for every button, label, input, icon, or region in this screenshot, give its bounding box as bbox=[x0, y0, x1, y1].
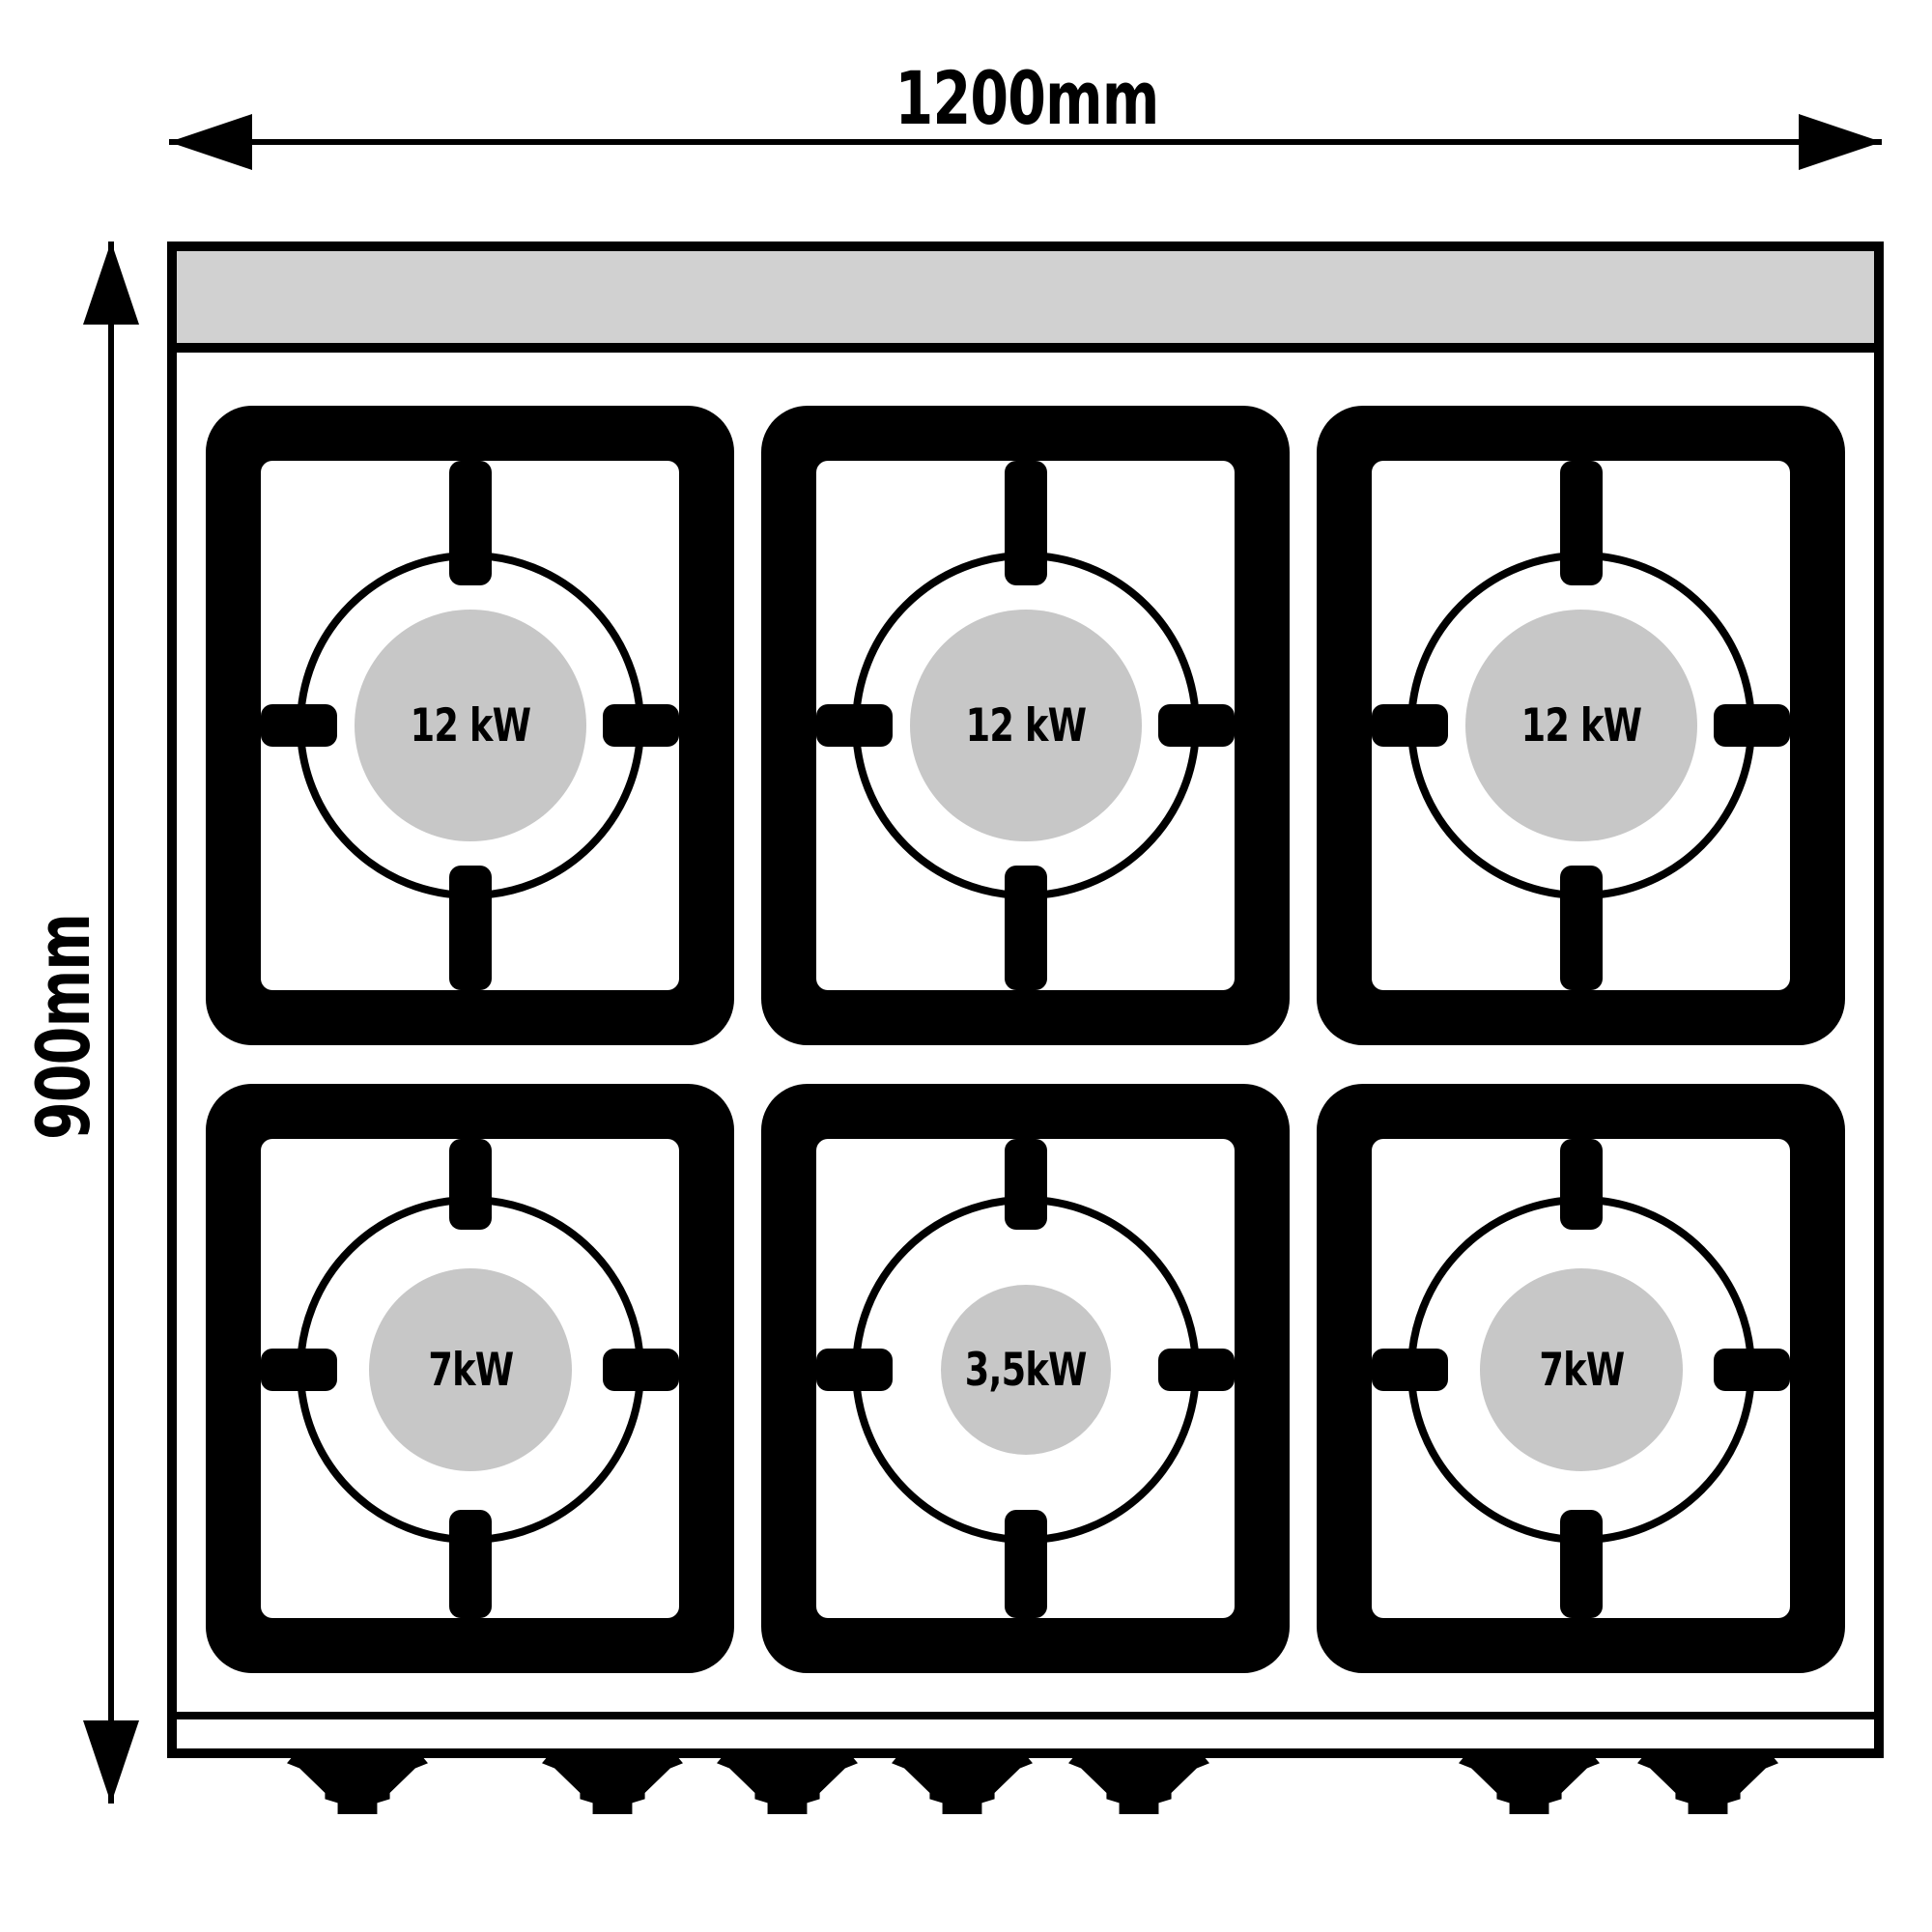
foot bbox=[1459, 1758, 1600, 1814]
burner-grate-top-right: 12 kW bbox=[1317, 406, 1845, 1045]
foot bbox=[717, 1758, 858, 1814]
arrowhead-down-icon bbox=[83, 1720, 139, 1804]
width-dimension-label: 1200mm bbox=[895, 55, 1160, 141]
grate-prong-bottom bbox=[1005, 1510, 1047, 1618]
burner-hub: 12 kW bbox=[355, 610, 586, 841]
foot bbox=[1068, 1758, 1209, 1814]
grate-prong-bottom bbox=[449, 1510, 492, 1618]
back-panel bbox=[177, 251, 1874, 353]
grate-prong-right bbox=[1714, 704, 1790, 747]
foot bbox=[287, 1758, 428, 1814]
burner-hub: 3,5kW bbox=[941, 1285, 1111, 1455]
grate-prong-left bbox=[1372, 1349, 1448, 1391]
burner-hub: 7kW bbox=[1480, 1268, 1683, 1471]
foot bbox=[542, 1758, 683, 1814]
foot bbox=[1637, 1758, 1778, 1814]
grate-prong-top bbox=[1005, 1139, 1047, 1230]
grate-prong-right bbox=[1714, 1349, 1790, 1391]
burner-grate-top-center: 12 kW bbox=[761, 406, 1290, 1045]
burner-grate-top-left: 12 kW bbox=[206, 406, 734, 1045]
foot bbox=[892, 1758, 1033, 1814]
burner-grate-bottom-right: 7kW bbox=[1317, 1084, 1845, 1673]
grate-prong-left bbox=[816, 1349, 893, 1391]
burner-hub: 7kW bbox=[369, 1268, 572, 1471]
burner-power-label: 7kW bbox=[428, 1343, 514, 1397]
burner-power-label: 12 kW bbox=[965, 698, 1087, 753]
front-rail-line bbox=[177, 1712, 1874, 1719]
grate-prong-top bbox=[1560, 1139, 1603, 1230]
arrowhead-right-icon bbox=[1799, 114, 1882, 170]
burner-grate-bottom-center: 3,5kW bbox=[761, 1084, 1290, 1673]
width-dimension-line bbox=[169, 139, 1882, 145]
arrowhead-up-icon bbox=[83, 242, 139, 325]
burner-hub: 12 kW bbox=[1465, 610, 1697, 841]
grate-prong-left bbox=[816, 704, 893, 747]
grate-prong-top bbox=[449, 1139, 492, 1230]
stove-body: 12 kW 12 kW 12 kW bbox=[167, 242, 1884, 1758]
grate-prong-bottom bbox=[1560, 1510, 1603, 1618]
grate-prong-left bbox=[1372, 704, 1448, 747]
grate-prong-left bbox=[261, 704, 337, 747]
grate-prong-bottom bbox=[449, 866, 492, 990]
burner-hub: 12 kW bbox=[910, 610, 1142, 841]
grate-prong-right bbox=[603, 704, 679, 747]
burner-power-label: 12 kW bbox=[1520, 698, 1642, 753]
burner-power-label: 3,5kW bbox=[965, 1343, 1088, 1397]
burner-grate-bottom-left: 7kW bbox=[206, 1084, 734, 1673]
grate-prong-right bbox=[1158, 1349, 1235, 1391]
grate-prong-top bbox=[1560, 461, 1603, 585]
arrowhead-left-icon bbox=[169, 114, 252, 170]
grate-prong-bottom bbox=[1560, 866, 1603, 990]
height-dimension-line bbox=[108, 242, 114, 1804]
burner-power-label: 12 kW bbox=[410, 698, 531, 753]
grate-prong-left bbox=[261, 1349, 337, 1391]
grate-prong-top bbox=[449, 461, 492, 585]
grate-prong-bottom bbox=[1005, 866, 1047, 990]
grate-prong-right bbox=[1158, 704, 1235, 747]
grate-prong-top bbox=[1005, 461, 1047, 585]
burner-power-label: 7kW bbox=[1539, 1343, 1625, 1397]
height-dimension-label: 900mm bbox=[20, 913, 106, 1141]
grate-prong-right bbox=[603, 1349, 679, 1391]
